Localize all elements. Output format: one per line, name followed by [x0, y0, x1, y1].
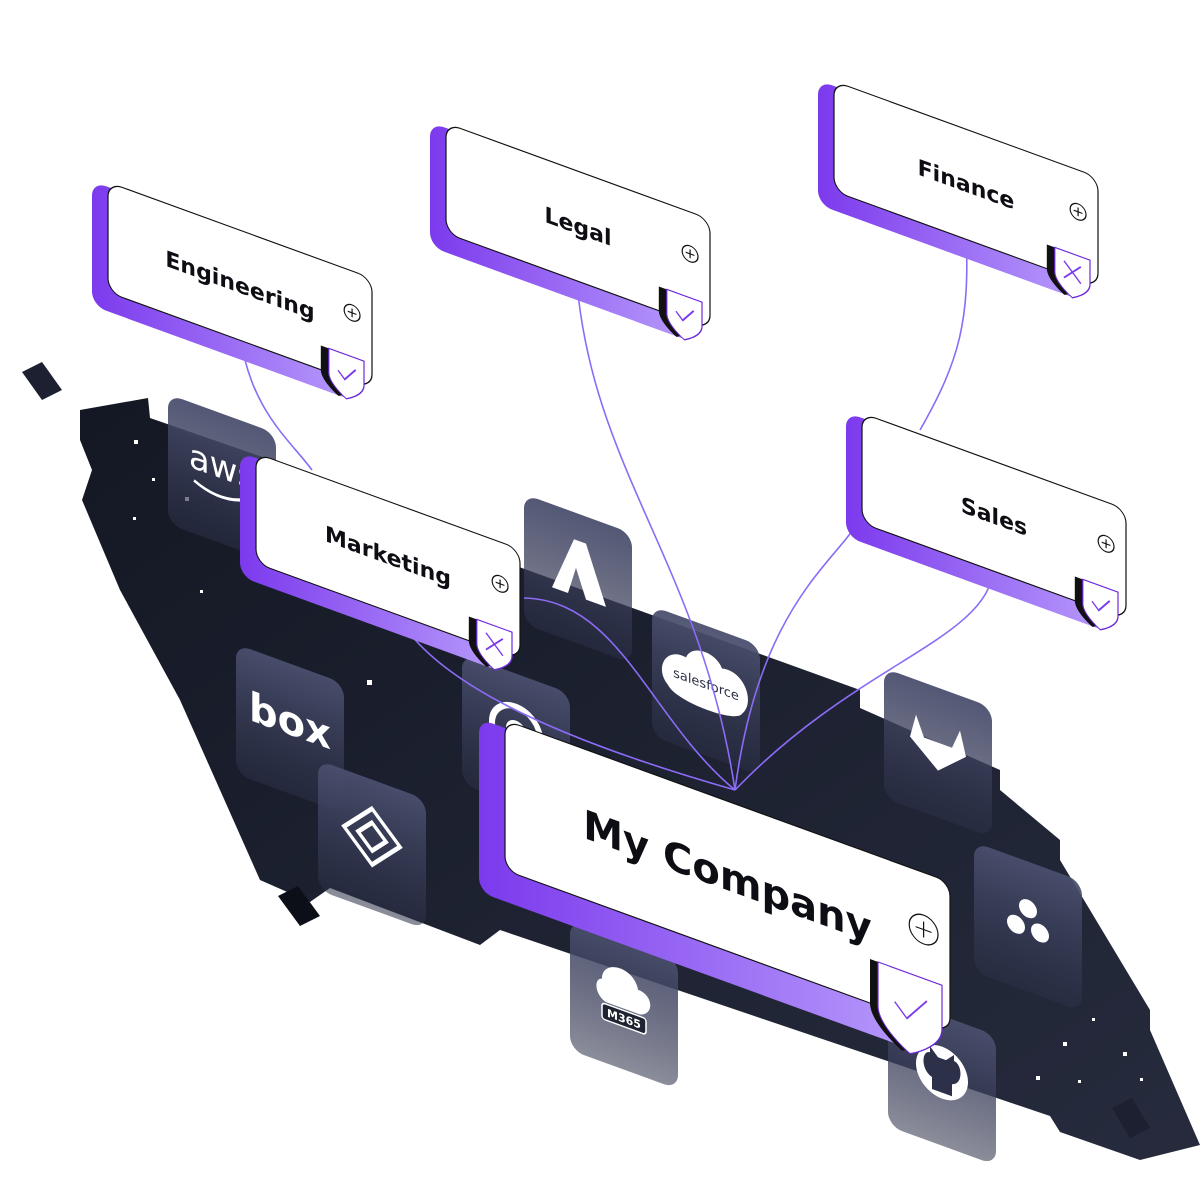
azure-icon: [552, 539, 606, 607]
card-face: [445, 126, 711, 326]
connector-sales: [734, 517, 861, 791]
connector-lines: [239, 231, 995, 791]
group-card-sales[interactable]: Sales: [846, 407, 1127, 639]
group-card-marketing[interactable]: Marketing: [240, 447, 521, 679]
connector-marketing: [523, 597, 736, 791]
shield-cross-icon: [1046, 244, 1091, 299]
gitlab-tile: [884, 672, 992, 834]
group-card-my-company[interactable]: My Company: [479, 711, 951, 1068]
add-icon[interactable]: [491, 573, 509, 595]
azure-tile: [524, 498, 632, 660]
group-card-engineering[interactable]: Engineering: [92, 176, 373, 408]
group-card-legal[interactable]: Legal: [430, 117, 711, 349]
connector-sales-low: [734, 565, 995, 791]
connector-legal: [575, 271, 736, 791]
shield-check-icon: [870, 959, 943, 1055]
shield-check-icon: [320, 345, 365, 400]
diamond-shape: [278, 886, 320, 926]
card-face: [861, 416, 1127, 616]
diamond-shape: [1112, 1098, 1150, 1138]
add-icon[interactable]: [681, 243, 699, 265]
box-tile: box: [236, 648, 344, 810]
asana-icon: [1007, 899, 1049, 943]
diamond-shape: [22, 362, 62, 400]
asana-tile: [974, 846, 1082, 1008]
salesforce-icon: salesforce: [662, 650, 748, 717]
gitlab-icon: [910, 714, 966, 771]
m365-icon: M365: [596, 967, 651, 1035]
connector-finance: [919, 231, 968, 431]
add-icon[interactable]: [343, 302, 361, 324]
group-card-finance[interactable]: Finance: [818, 75, 1099, 307]
add-icon[interactable]: [1097, 533, 1115, 555]
card-face: [833, 84, 1099, 284]
card-face: [504, 723, 951, 1029]
card-face: [107, 185, 373, 385]
diamond-logo-tile: [318, 764, 426, 926]
card-face: [255, 456, 521, 656]
shield-check-icon: [1074, 576, 1119, 631]
shield-cross-icon: [468, 616, 513, 671]
m365-tile: M365: [570, 924, 678, 1086]
shield-check-icon: [658, 286, 703, 341]
add-icon[interactable]: [908, 910, 939, 949]
add-icon[interactable]: [1069, 201, 1087, 223]
github-icon: [916, 1044, 968, 1101]
diamond-logo-icon: [341, 805, 403, 868]
